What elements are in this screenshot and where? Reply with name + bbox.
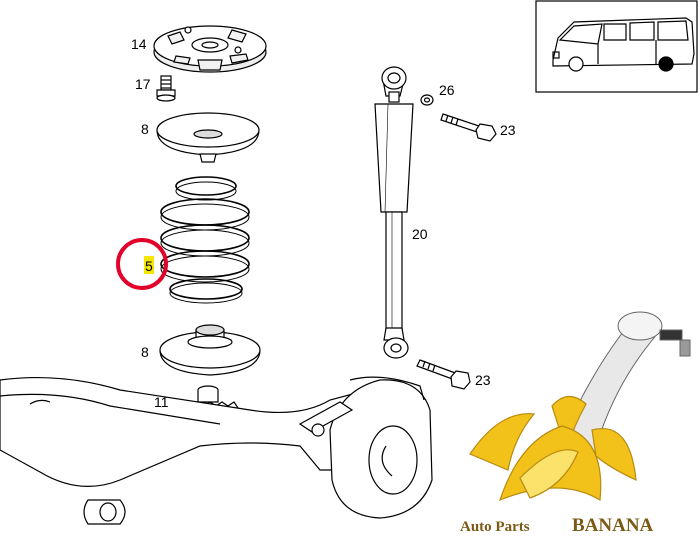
part-17-bolt	[156, 75, 176, 102]
part-23-lower-bolt	[416, 359, 471, 390]
highlight-badge	[144, 256, 154, 274]
highlight-circle	[116, 238, 168, 290]
callout-labels: 14 17 8 5 8 11 26 23 20 23	[131, 36, 516, 410]
callout-8-bottom: 8	[141, 344, 149, 360]
part-5-coil-spring	[160, 176, 250, 304]
callout-20: 20	[412, 226, 428, 242]
part-20-shock-absorber	[374, 66, 414, 359]
callout-17: 17	[135, 76, 151, 92]
brand-logo: Auto Parts BANANA	[460, 311, 691, 536]
callout-26: 26	[439, 82, 455, 98]
part-26-nut	[420, 94, 434, 106]
part-23-upper-bolt	[440, 113, 497, 142]
part-8-upper-spring-pad	[156, 112, 260, 163]
banana-icon	[469, 395, 637, 502]
brand-name: BANANA	[572, 515, 654, 536]
callout-14: 14	[131, 36, 147, 52]
callout-23-bottom: 23	[475, 372, 491, 388]
vehicle-inset	[535, 0, 698, 93]
callout-23-top: 23	[500, 122, 516, 138]
van-icon	[552, 17, 695, 72]
callout-11: 11	[154, 394, 169, 410]
part-5-highlight	[116, 238, 168, 290]
part-8-lower-spring-pad	[159, 324, 261, 376]
callout-8-top: 8	[141, 121, 149, 137]
callout-5: 5	[145, 258, 153, 274]
part-14-upper-mount	[153, 25, 267, 73]
brand-prefix: Auto Parts	[460, 519, 530, 535]
rear-axle-beam	[0, 376, 433, 525]
